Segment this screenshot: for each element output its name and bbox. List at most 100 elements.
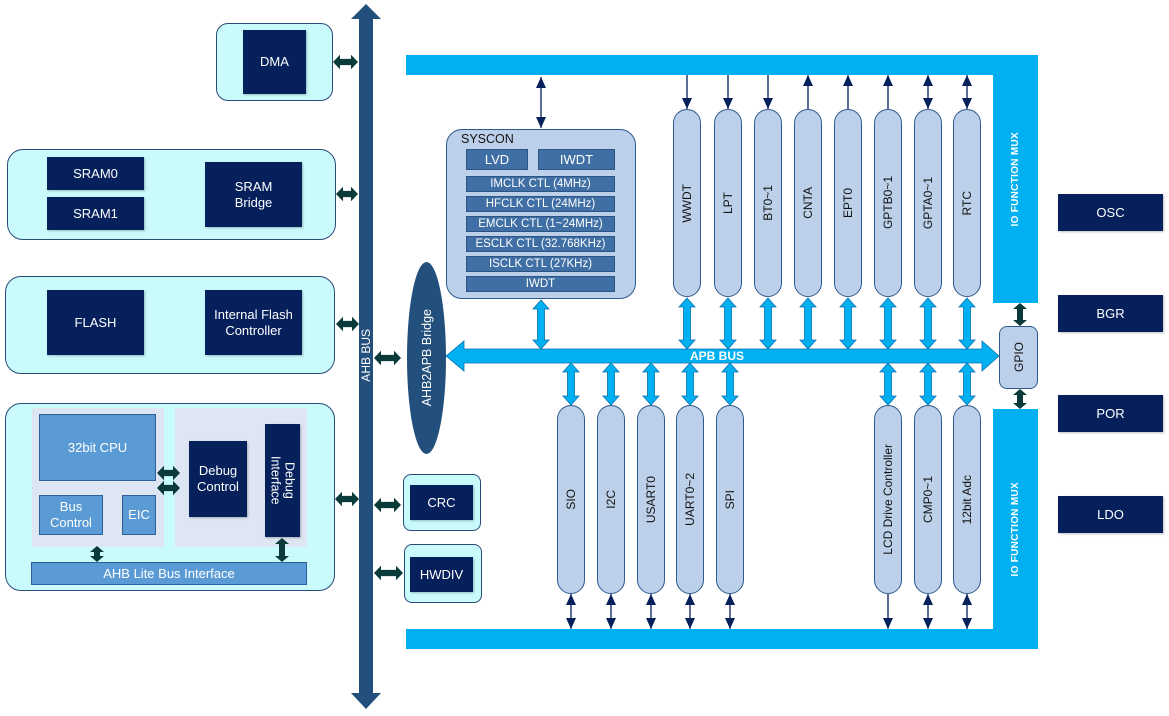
ahb-lite-bus-interface[interactable]: AHB Lite Bus Interface	[31, 562, 307, 585]
analog-label: BGR	[1096, 305, 1125, 321]
arrow-lower-3-head-down	[685, 618, 695, 629]
syscon-row: IMCLK CTL (4MHz)	[466, 176, 615, 192]
peripheral-wwdt[interactable]: WWDT	[673, 109, 701, 297]
dma-label: DMA	[260, 54, 289, 69]
syscon-iwdt-top: IWDT	[538, 149, 615, 170]
peripheral-sio[interactable]: SIO	[557, 405, 585, 594]
analog-block-osc[interactable]: OSC	[1058, 194, 1163, 231]
syscon-lvd: LVD	[466, 149, 528, 170]
crc-label: CRC	[427, 494, 456, 510]
dma-block[interactable]: DMA	[243, 30, 306, 94]
apb-arrow-lower-7	[958, 362, 976, 406]
analog-block-por[interactable]: POR	[1058, 395, 1163, 432]
io-bus-bottom	[406, 629, 1038, 649]
arrow-upper-2-head-down	[763, 98, 773, 109]
arrow-gpio-iomux-bottom	[1013, 389, 1027, 409]
arrow-ahb-bridge	[374, 350, 401, 366]
peripheral-rtc[interactable]: RTC	[953, 109, 981, 297]
arrow-debugif-ahblite	[275, 538, 289, 562]
peripheral-ept0[interactable]: EPT0	[834, 109, 862, 297]
bus-control-block[interactable]: Bus Control	[39, 495, 103, 535]
apb-arrow-syscon	[532, 299, 550, 350]
eic-block[interactable]: EIC	[122, 495, 156, 535]
arrow-lower-7-head-down	[962, 618, 972, 629]
analog-block-bgr[interactable]: BGR	[1058, 295, 1163, 332]
lvd-label: LVD	[484, 152, 510, 167]
arrow-ahb-hwdiv	[374, 565, 403, 581]
analog-label: LDO	[1097, 506, 1124, 522]
gpio-block[interactable]: GPIO	[999, 326, 1038, 389]
sram1-block[interactable]: SRAM1	[47, 197, 144, 230]
syscon-row: HFCLK CTL (24MHz)	[466, 196, 615, 212]
syscon-row: ISCLK CTL (27KHz)	[466, 256, 615, 272]
hwdiv-block[interactable]: HWDIV	[410, 557, 473, 592]
cpu-block[interactable]: 32bit CPU	[39, 414, 156, 481]
crc-block[interactable]: CRC	[410, 485, 473, 520]
io-function-mux-lower: IO FUNCTION MUX	[993, 409, 1038, 649]
arrow-lower-5-head-down	[883, 618, 893, 629]
peripheral-i2c[interactable]: I2C	[597, 405, 625, 594]
debug-control-block[interactable]: Debug Control	[189, 441, 247, 517]
peripheral-uart0-2[interactable]: UART0~2	[676, 405, 704, 594]
peripheral-12bit-adc[interactable]: 12bit Adc	[953, 405, 981, 594]
peripheral-lpt[interactable]: LPT	[714, 109, 742, 297]
sram0-label: SRAM0	[73, 165, 118, 181]
syscon-row: IWDT	[466, 276, 615, 292]
arrow-lower-7-head-up	[962, 594, 972, 605]
io-function-mux-upper: IO FUNCTION MUX	[993, 55, 1038, 303]
eic-label: EIC	[128, 507, 150, 522]
apb-arrow-lower-3	[681, 362, 699, 406]
flash-label: FLASH	[74, 314, 117, 330]
arrow-lower-0-head-down	[566, 618, 576, 629]
peripheral-cnta[interactable]: CNTA	[794, 109, 822, 297]
iwdt-top-label: IWDT	[559, 152, 594, 167]
arrow-upper-1-head-down	[723, 98, 733, 109]
analog-label: POR	[1096, 405, 1125, 421]
arrow-lower-6-head-down	[923, 618, 933, 629]
arrow-upper-4-head-up	[843, 75, 853, 86]
arrow-lower-2-head-up	[646, 594, 656, 605]
apb-arrow-upper-4	[839, 297, 857, 350]
arrow-lower-1-head-down	[606, 618, 616, 629]
peripheral-cmp0-1[interactable]: CMP0~1	[914, 405, 942, 594]
arrow-upper-6-head-up	[923, 75, 933, 86]
arrow-lower-1-head-up	[606, 594, 616, 605]
apb-arrow-upper-1	[719, 297, 737, 350]
analog-label: OSC	[1096, 204, 1125, 220]
peripheral-bt0-1[interactable]: BT0~1	[754, 109, 782, 297]
peripheral-usart0[interactable]: USART0	[637, 405, 665, 594]
arrow-lower-6-head-up	[923, 594, 933, 605]
apb-arrow-lower-0	[562, 362, 580, 406]
flash-controller-block[interactable]: Internal Flash Controller	[205, 290, 302, 355]
apb-bus-label: APB BUS	[690, 349, 745, 363]
peripheral-gptb0-1[interactable]: GPTB0~1	[874, 109, 902, 297]
arrow-sram-ahb	[336, 186, 358, 202]
ahb2apb-bridge[interactable]: AHB2APB Bridge	[407, 262, 446, 454]
arrow-cpu-debug-1	[157, 465, 180, 481]
arrow-upper-5-head-up	[883, 75, 893, 86]
arrow-iomux-gpio-top	[1013, 303, 1027, 326]
syscon-row: ESCLK CTL (32.768KHz)	[466, 236, 615, 252]
arrow-lower-3-head-up	[685, 594, 695, 605]
sram-bridge-block[interactable]: SRAM Bridge	[205, 162, 302, 227]
arrow-dma-ahb	[333, 54, 358, 70]
syscon-row: EMCLK CTL (1~24MHz)	[466, 216, 615, 232]
peripheral-gpta0-1[interactable]: GPTA0~1	[914, 109, 942, 297]
peripheral-spi[interactable]: SPI	[716, 405, 744, 594]
sram-bridge-label: SRAM Bridge	[234, 178, 273, 210]
debug-interface-block[interactable]: Debug Interface	[265, 424, 300, 537]
arrow-lower-0-head-up	[566, 594, 576, 605]
ahb-bus-arrow	[351, 4, 381, 709]
apb-arrow-upper-3	[799, 297, 817, 350]
io-bus-top	[406, 55, 1038, 75]
arrow-upper-6-head-down	[923, 98, 933, 109]
arrow-buscontrol-ahblite	[90, 546, 104, 562]
bus-control-label: Bus Control	[50, 499, 92, 530]
arrow-ahb-crc	[374, 497, 401, 513]
flash-block[interactable]: FLASH	[47, 290, 144, 355]
arrow-lower-2-head-down	[646, 618, 656, 629]
sram0-block[interactable]: SRAM0	[47, 157, 144, 190]
analog-block-ldo[interactable]: LDO	[1058, 496, 1163, 533]
